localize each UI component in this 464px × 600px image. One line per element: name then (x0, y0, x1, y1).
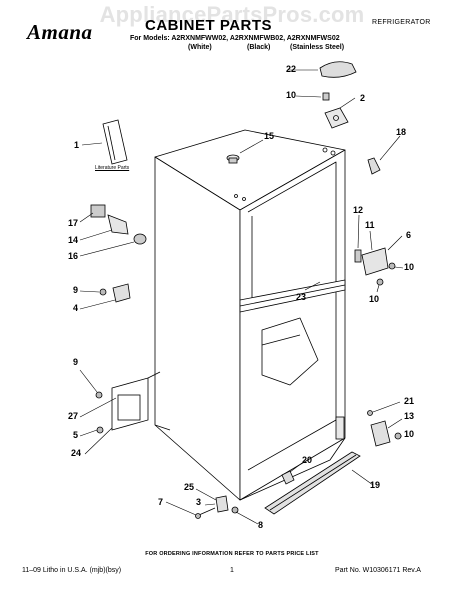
lower-front-edge (239, 437, 346, 501)
clip-part (281, 470, 295, 485)
ordering-info: FOR ORDERING INFORMATION REFER TO PARTS … (145, 551, 319, 557)
callout-11: 11 (365, 220, 375, 230)
literature-label: Literature Parts (95, 165, 130, 171)
models-line: For Models: A2RXNMFWW02, A2RXNMFWB02, A2… (130, 35, 340, 42)
callout-4: 4 (73, 303, 79, 313)
left-upper-bracket (99, 283, 131, 303)
watermark: AppliancePartsPros.com (99, 2, 365, 27)
callout-25: 25 (184, 482, 195, 492)
litho-info: 11–09 Litho in U.S.A. (mjb)(bsy) (22, 567, 122, 574)
callout-10b: 10 (404, 262, 415, 272)
divider-mullion (239, 279, 346, 313)
callout-2: 2 (360, 93, 366, 103)
callout-3: 3 (196, 497, 202, 507)
callout-17: 17 (68, 218, 79, 228)
callout-13: 13 (404, 411, 415, 421)
callout-9a: 9 (73, 285, 79, 295)
callout-10c: 10 (369, 294, 380, 304)
callout-6: 6 (406, 230, 412, 240)
literature-part (102, 119, 128, 165)
callout-21: 21 (404, 396, 415, 406)
top-hinge-part (322, 92, 349, 129)
bracket-part-18 (367, 157, 381, 175)
center-hinge-assembly (354, 247, 396, 286)
cabinet-right-side (239, 149, 346, 501)
callout-18: 18 (396, 127, 407, 137)
callout-19: 19 (370, 480, 381, 490)
variant-stainless: (Stainless Steel) (290, 44, 345, 51)
callout-27: 27 (68, 411, 79, 421)
hinge-pin-assembly (90, 204, 147, 245)
callout-14: 14 (68, 235, 79, 245)
category-label: REFRIGERATOR (372, 19, 431, 26)
leveling-assembly (195, 495, 239, 519)
evaporator-cover (261, 317, 319, 386)
hinge-cover-part (319, 61, 357, 78)
page-number: 1 (230, 567, 234, 574)
callout-12: 12 (353, 205, 364, 215)
callout-23: 23 (296, 292, 307, 302)
toe-grille (264, 451, 361, 515)
callout-9b: 9 (73, 357, 79, 367)
lower-right-hinge (335, 410, 402, 447)
plug-part (226, 154, 240, 164)
callout-1: 1 (74, 140, 80, 150)
cabinet-left-side (154, 156, 241, 501)
callout-10a: 10 (286, 90, 297, 100)
callout-8: 8 (258, 520, 264, 530)
lower-left-bracket (95, 371, 161, 434)
variant-black: (Black) (247, 44, 271, 51)
callout-5: 5 (73, 430, 79, 440)
callout-20: 20 (302, 455, 313, 465)
callout-16: 16 (68, 251, 79, 261)
callout-10d: 10 (404, 429, 415, 439)
variant-white: (White) (188, 44, 212, 51)
callout-15: 15 (264, 131, 275, 141)
callout-22: 22 (286, 64, 297, 74)
leader-lines (79, 69, 404, 525)
page-title: CABINET PARTS (145, 17, 273, 34)
part-number: Part No. W10306171 Rev.A (335, 567, 421, 574)
brand-logo: Amana (27, 20, 93, 44)
callout-24: 24 (71, 448, 82, 458)
callout-7: 7 (158, 497, 164, 507)
